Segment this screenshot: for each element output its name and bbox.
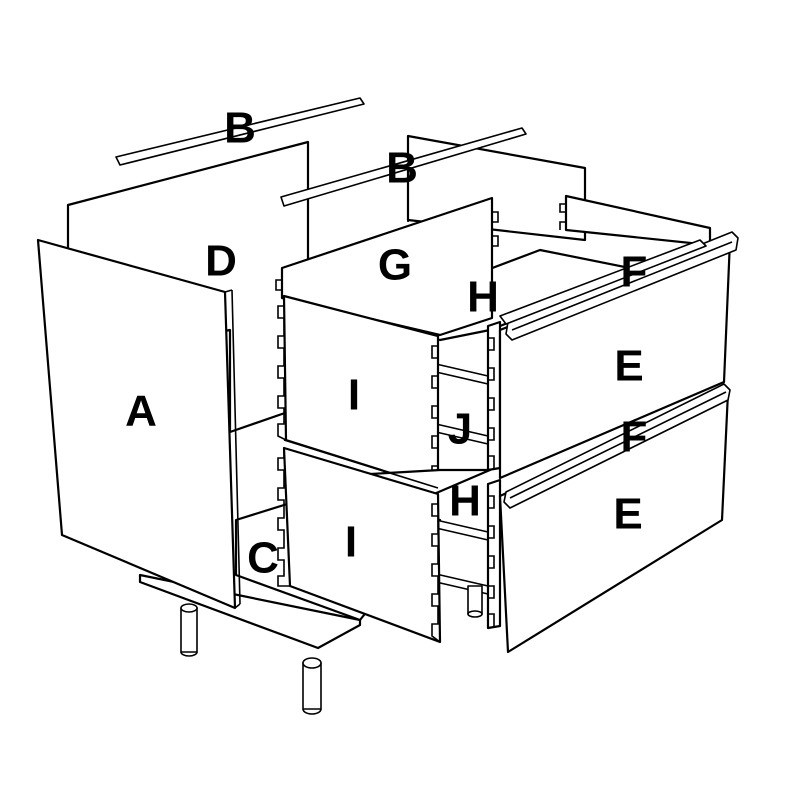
base-panel-c (138, 573, 362, 650)
label-b-rear: B (224, 104, 256, 153)
label-f-upper: F (621, 248, 648, 297)
drawer-side-i-upper-dovetails-left (277, 296, 287, 441)
label-f-lower: F (621, 413, 648, 462)
label-i-upper: I (348, 371, 360, 420)
drawer-side-i-upper-dovetails-right (431, 336, 439, 488)
side-panel-right (564, 194, 712, 247)
runner-j-upper-top (435, 363, 489, 385)
label-e-upper: E (614, 342, 643, 391)
label-d: D (205, 237, 237, 286)
drawer-top-rail (499, 239, 707, 325)
drawer-side-i-lower-dovetails-left (277, 448, 290, 587)
label-j: J (448, 405, 472, 454)
label-e-lower: E (613, 490, 642, 539)
label-c: C (247, 534, 279, 583)
label-g: G (378, 241, 412, 290)
label-h-lower: H (449, 477, 481, 526)
top-rail-b-rear (115, 97, 365, 166)
label-h-upper: H (467, 273, 499, 322)
top-rail-b-front (280, 127, 527, 207)
leg-front (302, 657, 322, 715)
drawer-back-g-dovetails (491, 198, 499, 260)
label-i-lower: I (345, 518, 357, 567)
drawer-side-i-lower-dovetails-right (431, 494, 441, 643)
leg-left (180, 603, 198, 657)
label-b-front: B (386, 144, 418, 193)
runner-roller (467, 585, 483, 618)
label-a: A (125, 387, 157, 436)
